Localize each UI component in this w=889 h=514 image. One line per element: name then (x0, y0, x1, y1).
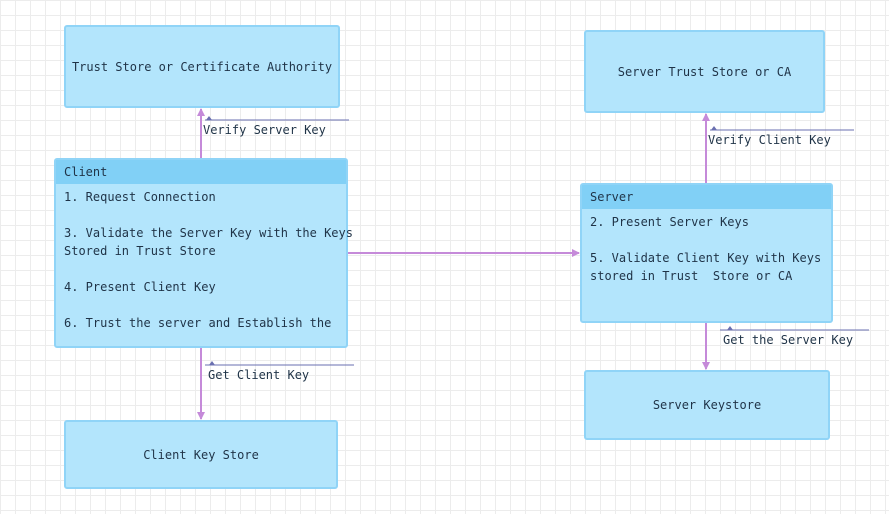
node-header: Client (56, 160, 346, 184)
node-line: 4. Present Client Key (64, 280, 216, 294)
node-line: 3. Validate the Server Key with the Keys (64, 226, 353, 240)
node-line (64, 260, 338, 278)
node-line (64, 206, 338, 224)
node-line: 1. Request Connection (64, 190, 216, 204)
node-body: 2. Present Server Keys 5. Validate Clien… (582, 209, 831, 285)
edge-label-verify-server-key: Verify Server Key (203, 123, 326, 137)
edge-label-get-server-key: Get the Server Key (723, 333, 854, 347)
label-tick-verify-client-key (711, 126, 717, 130)
label-tick-get-server-key (727, 326, 733, 330)
node-trust-store-ca[interactable]: Trust Store or Certificate Authority (64, 25, 340, 108)
node-line (590, 231, 823, 249)
node-line: 2. Present Server Keys (590, 215, 749, 229)
node-server-keystore[interactable]: Server Keystore (584, 370, 830, 440)
node-line: 6. Trust the server and Establish the (64, 316, 332, 330)
node-server-trust-store[interactable]: Server Trust Store or CA (584, 30, 825, 113)
node-label: Trust Store or Certificate Authority (71, 59, 333, 74)
node-body: 1. Request Connection 3. Validate the Se… (56, 184, 353, 332)
node-server[interactable]: Server 2. Present Server Keys 5. Validat… (580, 183, 833, 323)
node-label: Client Key Store (143, 447, 259, 462)
edge-label-verify-client-key: Verify Client Key (708, 133, 831, 147)
node-client-key-store[interactable]: Client Key Store (64, 420, 338, 489)
node-label: Server Keystore (652, 398, 762, 412)
node-label: Server Trust Store or CA (617, 64, 792, 79)
edge-label-get-client-key: Get Client Key (208, 368, 310, 382)
node-line: Stored in Trust Store (64, 244, 216, 258)
node-line: 5. Validate Client Key with Keys (590, 251, 822, 265)
node-line: stored in Trust Store or CA (590, 269, 793, 283)
node-client[interactable]: Client 1. Request Connection 3. Validate… (54, 158, 353, 348)
label-tick-get-client-key (209, 361, 215, 365)
node-line (64, 296, 338, 314)
node-header: Server (582, 185, 831, 209)
label-tick-verify-server-key (206, 116, 212, 120)
